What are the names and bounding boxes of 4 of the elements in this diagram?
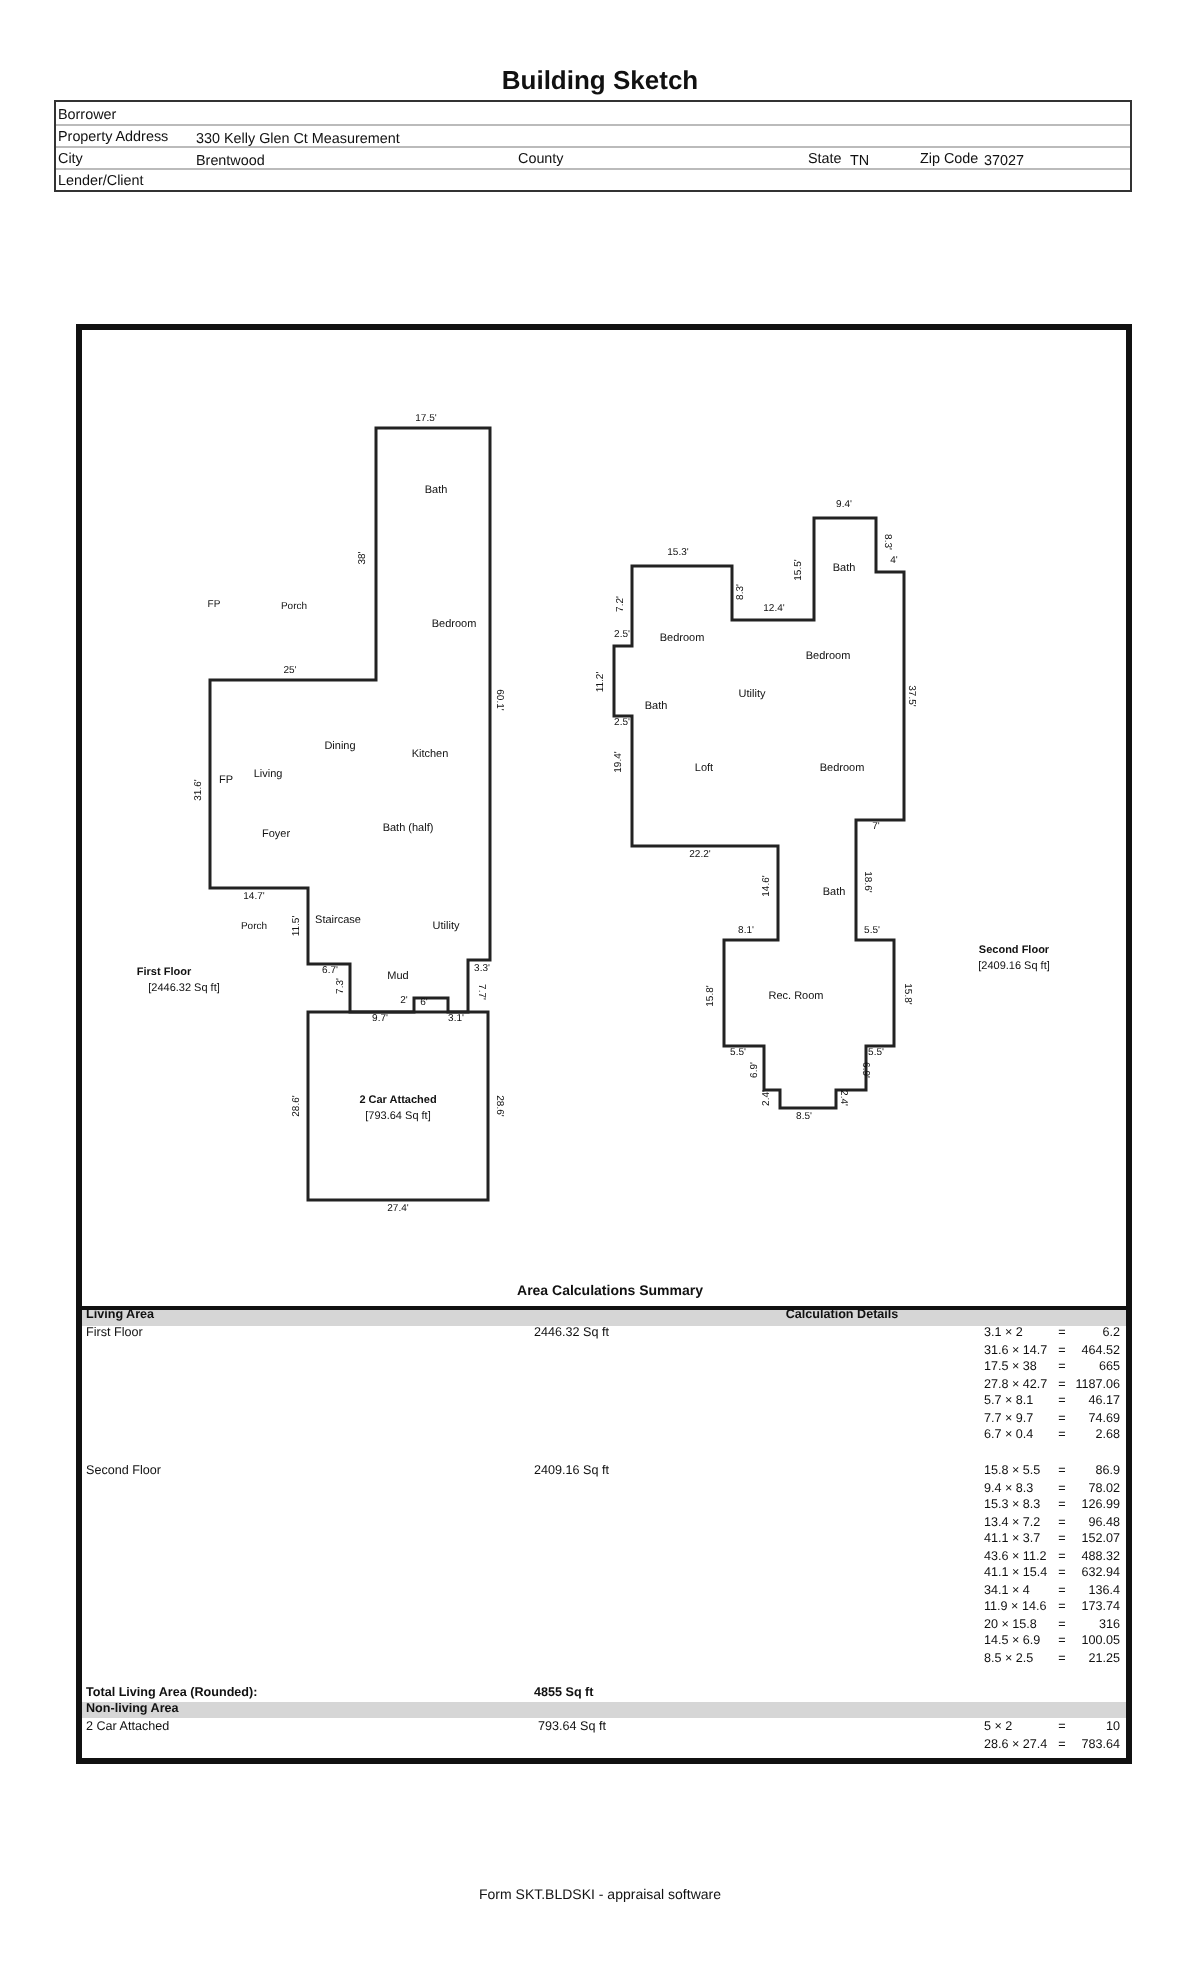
page-title: Building Sketch [501, 67, 699, 93]
floor-plan-outline [210, 428, 490, 1012]
floor-plan-outline [614, 518, 904, 1108]
floor-plan-outline [308, 1012, 488, 1200]
